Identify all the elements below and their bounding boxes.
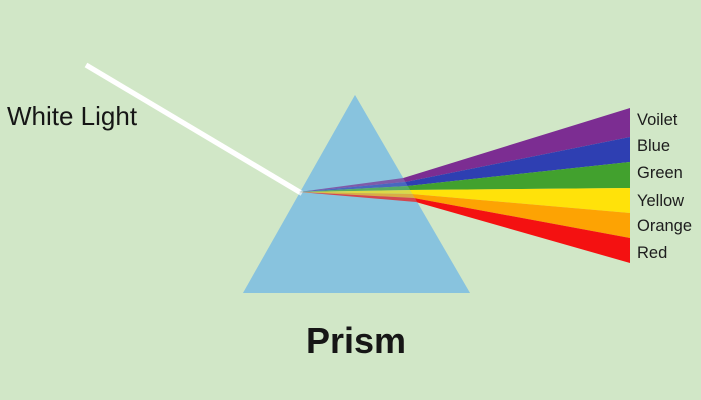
spectrum-band-orange xyxy=(299,192,630,238)
band-label-orange: Orange xyxy=(637,217,693,235)
spectrum-band-green xyxy=(299,162,630,192)
prism-overlay xyxy=(243,95,470,293)
spectrum-band-blue xyxy=(299,137,630,192)
prism-label: Prism xyxy=(305,320,407,361)
spectrum-band-red xyxy=(299,192,630,263)
white-light-label: White Light xyxy=(7,101,138,131)
white-light-beam xyxy=(84,62,304,196)
band-label-green: Green xyxy=(637,164,683,182)
band-label-yellow: Yellow xyxy=(637,192,685,210)
band-label-violet: Voilet xyxy=(637,111,678,129)
band-label-red: Red xyxy=(637,244,668,262)
spectrum-band-violet xyxy=(299,108,630,192)
spectrum-band-yellow xyxy=(299,188,630,213)
band-label-blue: Blue xyxy=(637,137,671,155)
